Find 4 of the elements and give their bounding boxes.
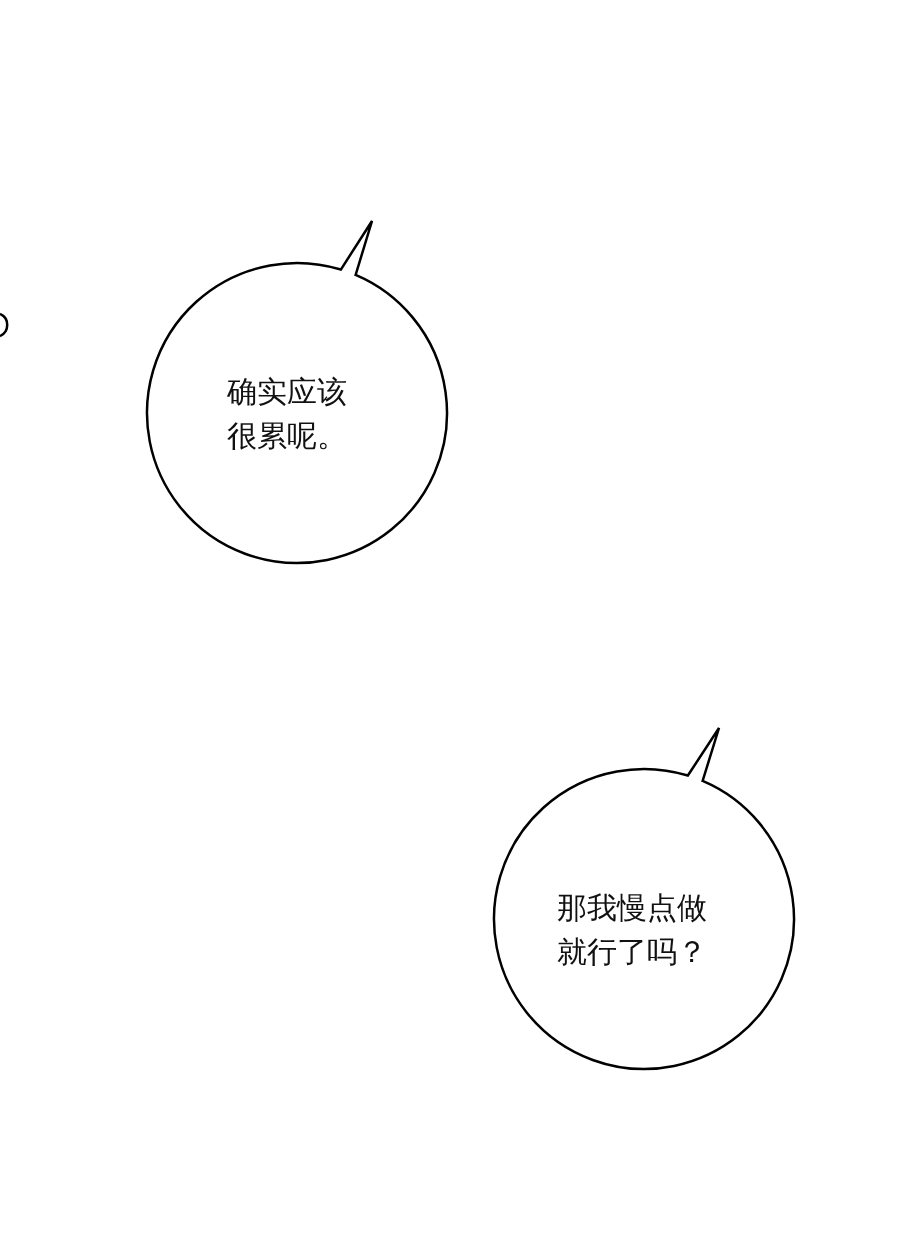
- dialogue-text: 那我慢点做就行了吗？: [557, 889, 708, 971]
- speech-bubble: [492, 726, 796, 1071]
- speech-bubble: [145, 219, 449, 565]
- dialogue-text: 确实应该很累呢。: [227, 373, 348, 455]
